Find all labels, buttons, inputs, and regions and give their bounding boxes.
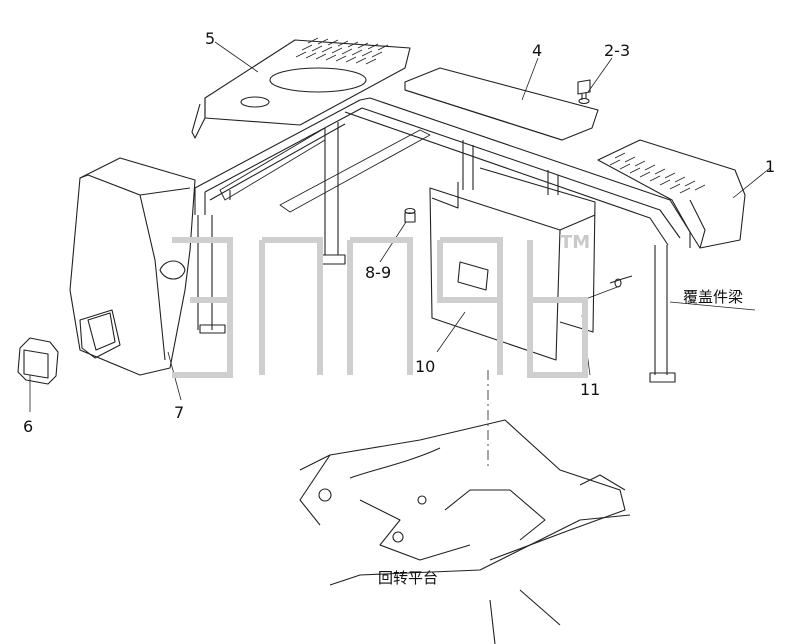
label-part-1: 1 [765,157,775,176]
label-part-7: 7 [174,403,184,422]
label-part-6: 6 [23,417,33,436]
part-4-top-plate [404,67,599,141]
label-part-2-3: 2-3 [604,41,630,60]
leader-lines [29,41,771,412]
label-part-5: 5 [205,29,215,48]
watermark-tm: TM [560,232,590,253]
annotation-cover-beam: 覆盖件梁 [683,288,743,306]
label-part-8-9: 8-9 [365,263,391,282]
watermark [172,237,588,378]
part-10-side-panel [429,182,561,361]
part-6-lamp [17,337,59,385]
label-part-10: 10 [415,357,435,376]
rotating-platform [299,419,631,644]
part-8-9-bolt-washer [404,207,416,223]
part-1-right-cover [597,139,746,249]
part-5-top-cover [191,37,411,139]
annotation-rotating-platform: 回转平台 [378,569,438,587]
label-part-11: 11 [580,380,600,399]
part-7-left-cover [69,157,196,376]
part-2-3-bolt-washer [577,79,591,105]
part-11-side-panel [479,167,596,333]
label-part-4: 4 [532,41,542,60]
